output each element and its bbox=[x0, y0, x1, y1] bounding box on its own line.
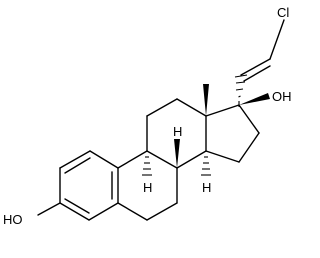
bond-c12-c13 bbox=[176, 98, 207, 117]
bond-c1-c2 bbox=[59, 150, 91, 169]
h14-hash bbox=[201, 156, 211, 176]
bond-vinyl-double-inner bbox=[243, 65, 271, 82]
oh-17-label: OH bbox=[272, 89, 292, 104]
bond-c7-c6 bbox=[146, 202, 178, 221]
h-14-label: H bbox=[202, 180, 211, 195]
cl-label: Cl bbox=[277, 5, 289, 20]
bond-c4-c3 bbox=[59, 202, 90, 221]
oh-3-label: HO bbox=[3, 212, 23, 227]
bond-c15-c14 bbox=[205, 150, 240, 163]
bond-c1-c2-inner bbox=[64, 157, 91, 174]
ring-b bbox=[117, 150, 178, 221]
bond-c11-c12 bbox=[146, 98, 178, 117]
ring-c bbox=[146, 98, 207, 169]
h-8-label: H bbox=[173, 124, 182, 139]
structure-diagram: HO OH Cl bbox=[3, 5, 292, 227]
vinyl-hash bbox=[234, 74, 248, 107]
h9-hash bbox=[142, 156, 152, 176]
bond-c4-c3-inner bbox=[64, 198, 90, 214]
methyl-wedge bbox=[203, 84, 209, 116]
ring-a bbox=[59, 150, 119, 221]
ring-d bbox=[205, 104, 260, 163]
bond-vinyl-double-outer bbox=[240, 58, 271, 76]
molecule-svg: HO OH Cl bbox=[3, 5, 292, 227]
bond-c14-c8 bbox=[176, 150, 207, 169]
bond-vinyl-cl bbox=[269, 19, 285, 60]
bond-c3-o3 bbox=[37, 202, 61, 216]
bond-c13-c17 bbox=[205, 104, 240, 117]
h-9-label: H bbox=[143, 180, 152, 195]
bond-c10-c1 bbox=[89, 150, 119, 169]
bond-c17-c16 bbox=[238, 104, 260, 134]
bond-c6-c5 bbox=[117, 202, 148, 221]
bond-c16-c15 bbox=[238, 132, 260, 163]
bond-c10-c9 bbox=[117, 150, 148, 169]
h8-wedge bbox=[174, 139, 180, 168]
bond-c5-c4 bbox=[88, 202, 119, 221]
oh-17-wedge bbox=[239, 93, 270, 105]
bond-c9-c8 bbox=[146, 150, 178, 169]
